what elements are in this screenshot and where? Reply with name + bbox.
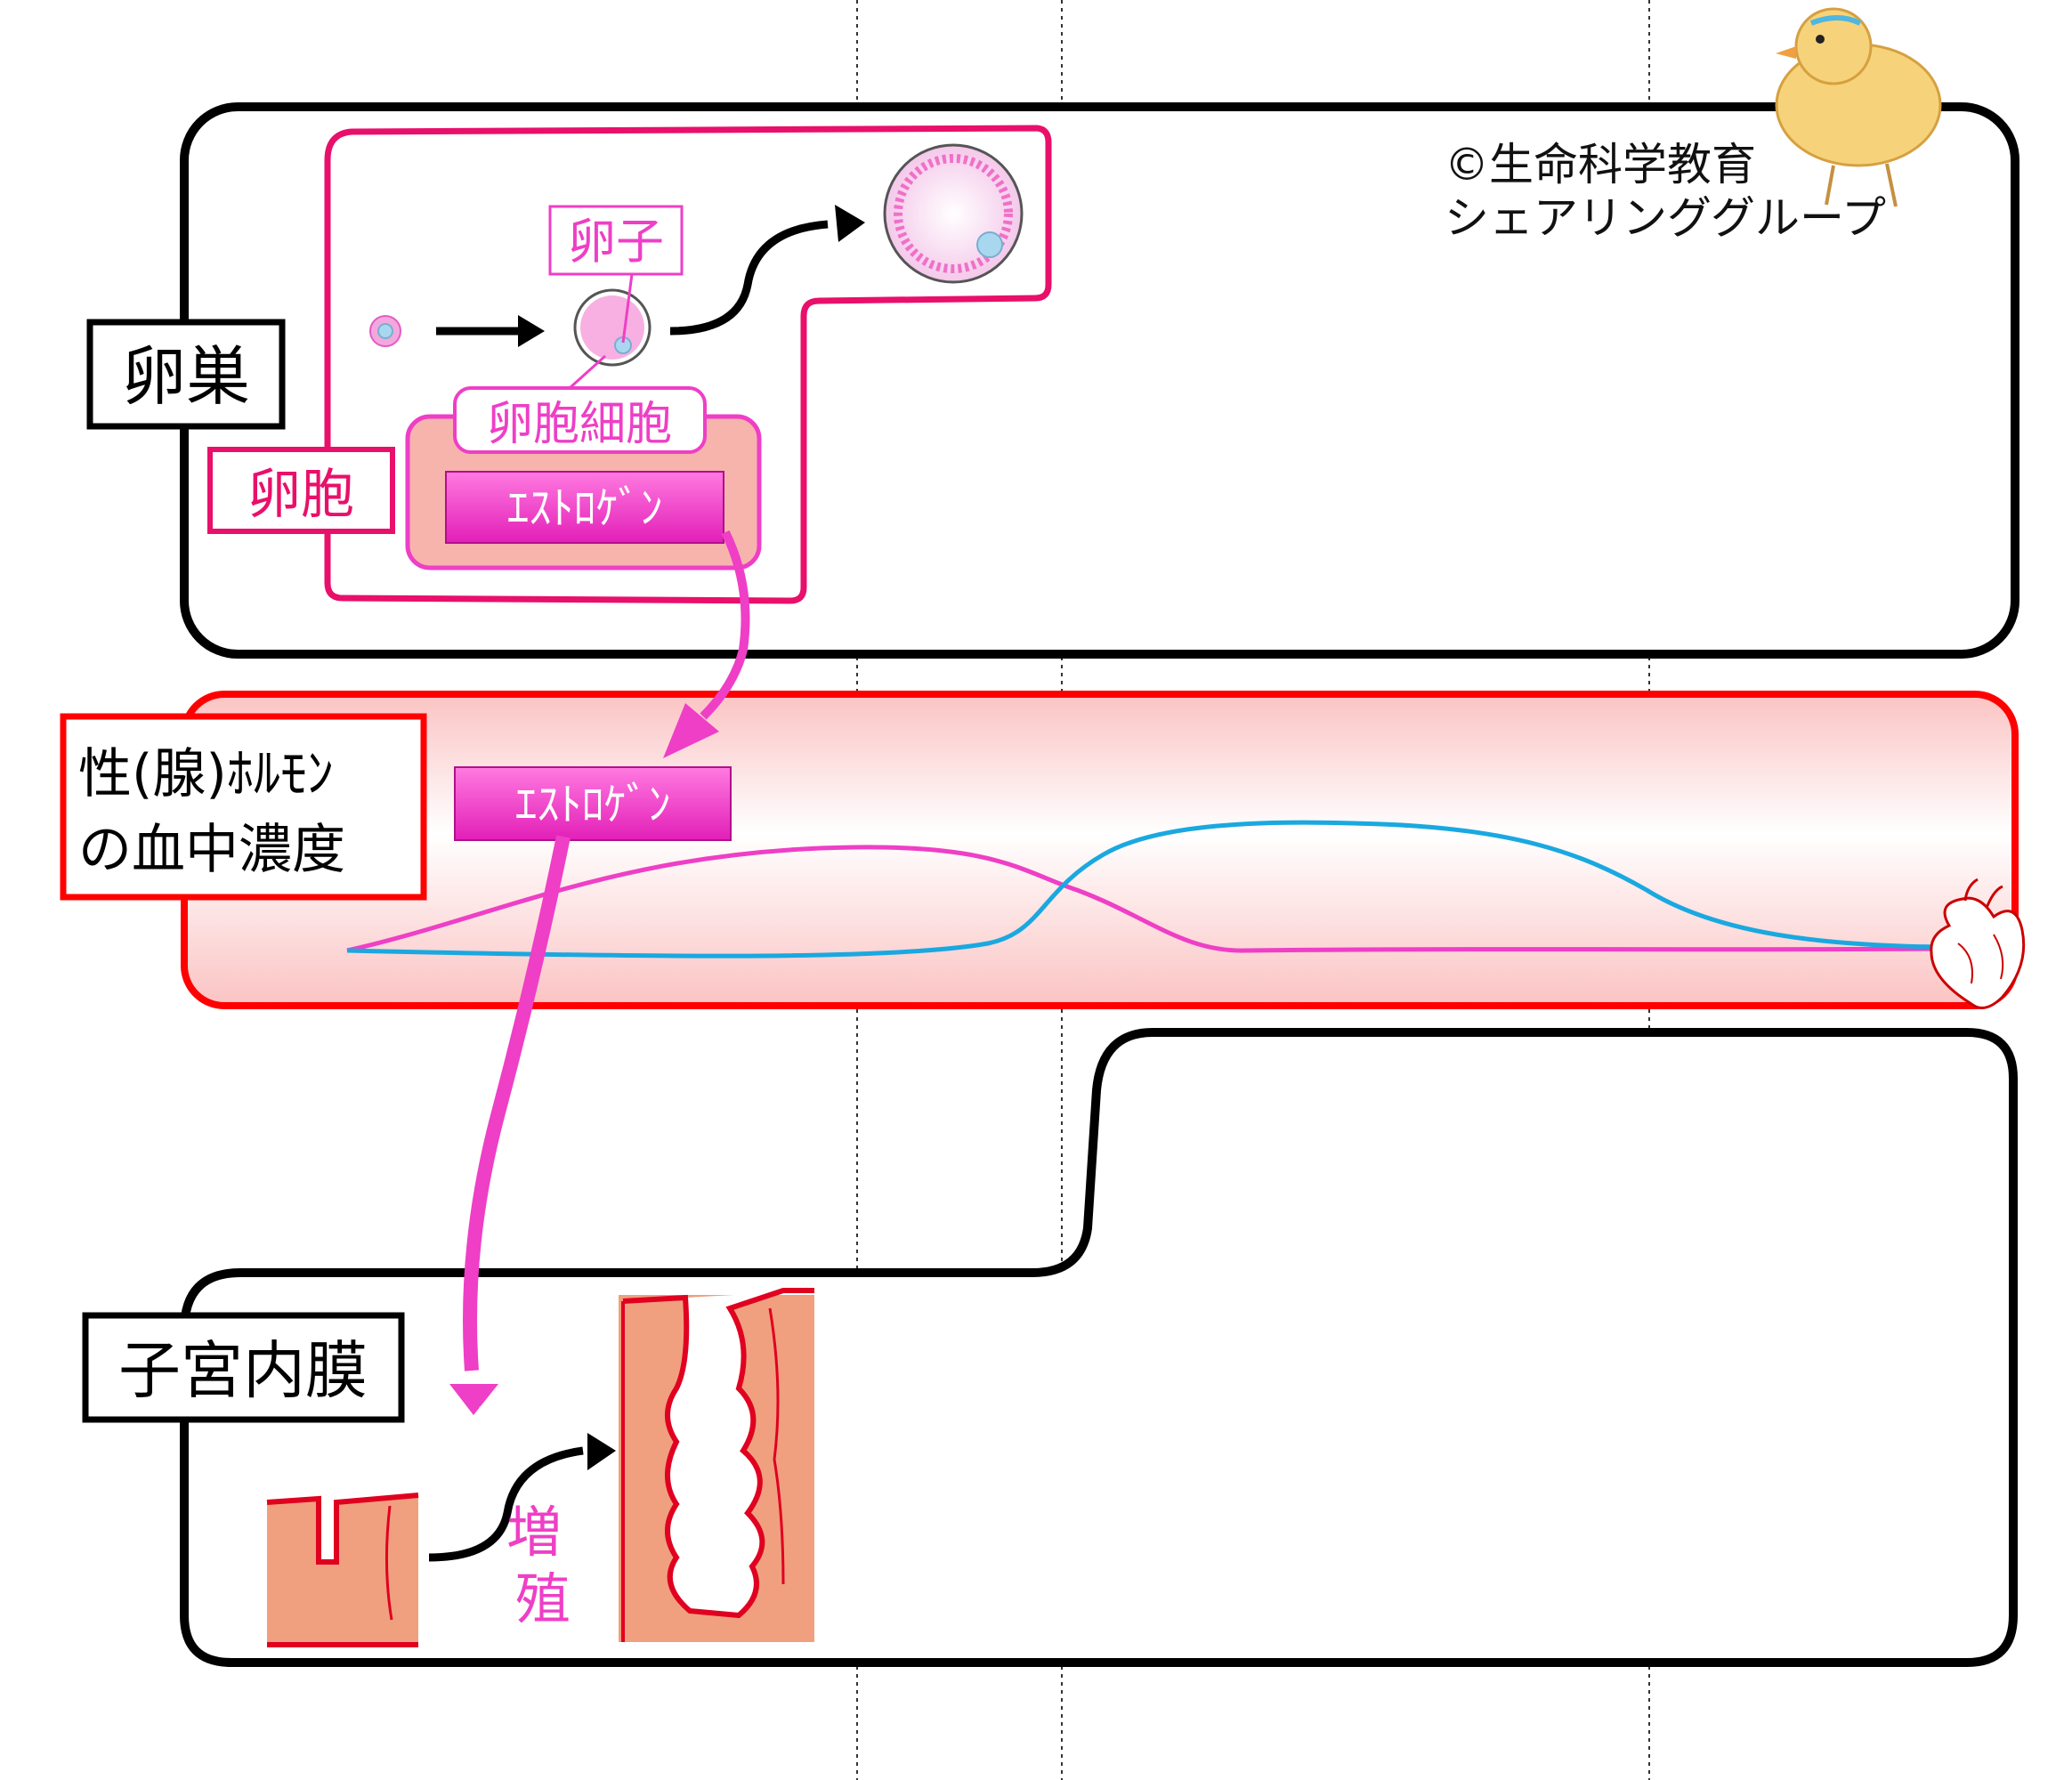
ovary-label: 卵巣 <box>122 339 250 414</box>
ovary-estrogen-label: ｴｽﾄﾛｹﾞﾝ <box>507 482 663 534</box>
copyright-line-1: ©生命科学教育 <box>1445 139 1756 190</box>
blood-estrogen-badge <box>454 766 732 841</box>
secretion-arrow <box>663 530 750 758</box>
copyright-line-2: シェアリンググループ <box>1445 192 1886 244</box>
egg-label: 卵子 <box>568 214 664 270</box>
egg-label-pointer <box>621 273 634 344</box>
follicle-label-box <box>207 447 395 534</box>
growth-arrow-1 <box>436 315 545 347</box>
proliferation-label: 増 殖 <box>506 1500 579 1631</box>
action-arrow <box>449 835 571 1415</box>
uterus-label: 子宮内膜 <box>118 1334 368 1407</box>
progesterone-curve <box>346 820 1937 959</box>
blood-label-line-1: 性(腺)ﾎﾙﾓﾝ <box>78 743 334 805</box>
follicle-cell-pointer <box>568 354 607 390</box>
chick-mascot <box>1775 7 1942 207</box>
heart-icon <box>1930 878 2026 1009</box>
ovary-label-box <box>86 319 286 430</box>
follicle-label: 卵胞 <box>247 464 354 526</box>
blood-estrogen-label: ｴｽﾄﾛｹﾞﾝ <box>515 779 671 830</box>
growth-arrow-2 <box>669 205 865 336</box>
follicle-cell-label-box <box>453 386 707 454</box>
follicle-cell-label: 卵胞細胞 <box>487 398 672 451</box>
thick-endometrium <box>619 1288 814 1642</box>
mature-follicle <box>883 143 1024 284</box>
uterus-panel <box>180 1028 2018 1667</box>
proliferation-arrow <box>428 1433 616 1562</box>
estrogen-curve <box>346 845 1937 953</box>
proliferation-label-char-2: 殖 <box>515 1566 571 1631</box>
proliferation-label-char-1: 増 <box>506 1500 562 1565</box>
blood-label-line-2: の血中濃度 <box>78 819 345 881</box>
blood-label-box <box>60 713 427 901</box>
egg-label-box <box>548 205 684 276</box>
uterus-label-box <box>82 1312 405 1423</box>
ovary-estrogen-badge <box>445 471 724 544</box>
stimulation-plus-sign: + <box>475 1384 510 1432</box>
growing-follicle <box>573 288 652 367</box>
primordial-follicle <box>369 315 401 347</box>
blood-panel <box>181 691 2019 1009</box>
follicle-outline <box>324 125 1052 604</box>
thin-endometrium <box>266 1493 419 1647</box>
